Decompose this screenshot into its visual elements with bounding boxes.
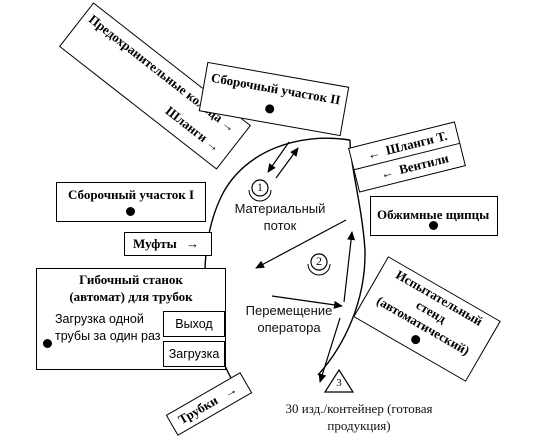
crimp-pliers-title: Обжимные щипцы xyxy=(377,207,490,222)
bender-title-2: (автомат) для трубок xyxy=(69,289,193,304)
step3-triangle xyxy=(323,368,355,393)
test-stand-marker-icon xyxy=(409,333,422,346)
step3-number: 3 xyxy=(336,377,342,389)
material-flow-label: Материальный поток xyxy=(234,201,326,233)
assembly-2-marker-icon xyxy=(264,103,275,115)
bender-load-text: Загрузка одной трубы за один раз xyxy=(55,312,161,343)
assembly-1-title: Сборочный участок I xyxy=(67,187,195,202)
crimp-pliers-marker-icon xyxy=(429,221,438,230)
bender-box: Гибочный станок (автомат) для трубок Заг… xyxy=(36,268,226,370)
bender-title-1: Гибочный станок xyxy=(79,272,183,287)
couplings-label: Муфты xyxy=(133,236,177,251)
step1-number: 1 xyxy=(257,180,263,194)
step1-circle xyxy=(251,179,269,197)
bender-marker-icon xyxy=(43,339,52,348)
bender-exit-slot: Выход xyxy=(163,311,225,337)
operator-move-label: Перемещение оператора xyxy=(245,303,333,335)
bender-load-slot: Загрузка xyxy=(163,341,225,367)
material-flow-arrow-up xyxy=(275,147,299,179)
step2-number: 2 xyxy=(316,254,322,268)
operator-arrow-right xyxy=(271,295,343,309)
assembly-1-box: Сборочный участок I xyxy=(56,182,206,222)
bender-load-label: Загрузка xyxy=(168,347,220,361)
hoses-arrow-icon: → xyxy=(203,135,224,155)
crimp-pliers-box: Обжимные щипцы xyxy=(370,196,498,236)
hoses-t-arrow-icon: ← xyxy=(365,144,382,162)
rings-arrow-icon: → xyxy=(219,115,239,136)
output-arrow xyxy=(318,317,341,383)
operator-arrow-left xyxy=(255,219,347,269)
material-flow-arrow-down xyxy=(267,141,290,173)
step2-circle xyxy=(310,253,328,271)
tubes-arrow-icon: → xyxy=(220,381,240,401)
valves-arrow-icon: ← xyxy=(379,163,396,182)
assembly-1-marker-icon xyxy=(126,207,135,216)
bender-exit-label: Выход xyxy=(175,317,213,331)
couplings-arrow-icon: → xyxy=(186,236,200,251)
step2-swirl xyxy=(307,263,331,276)
step1-swirl xyxy=(248,189,272,202)
output-label: 30 изд./контейнер (готовая продукция) xyxy=(285,401,433,433)
couplings-box: Муфты → xyxy=(124,232,212,256)
operator-arrow-up xyxy=(343,231,356,303)
